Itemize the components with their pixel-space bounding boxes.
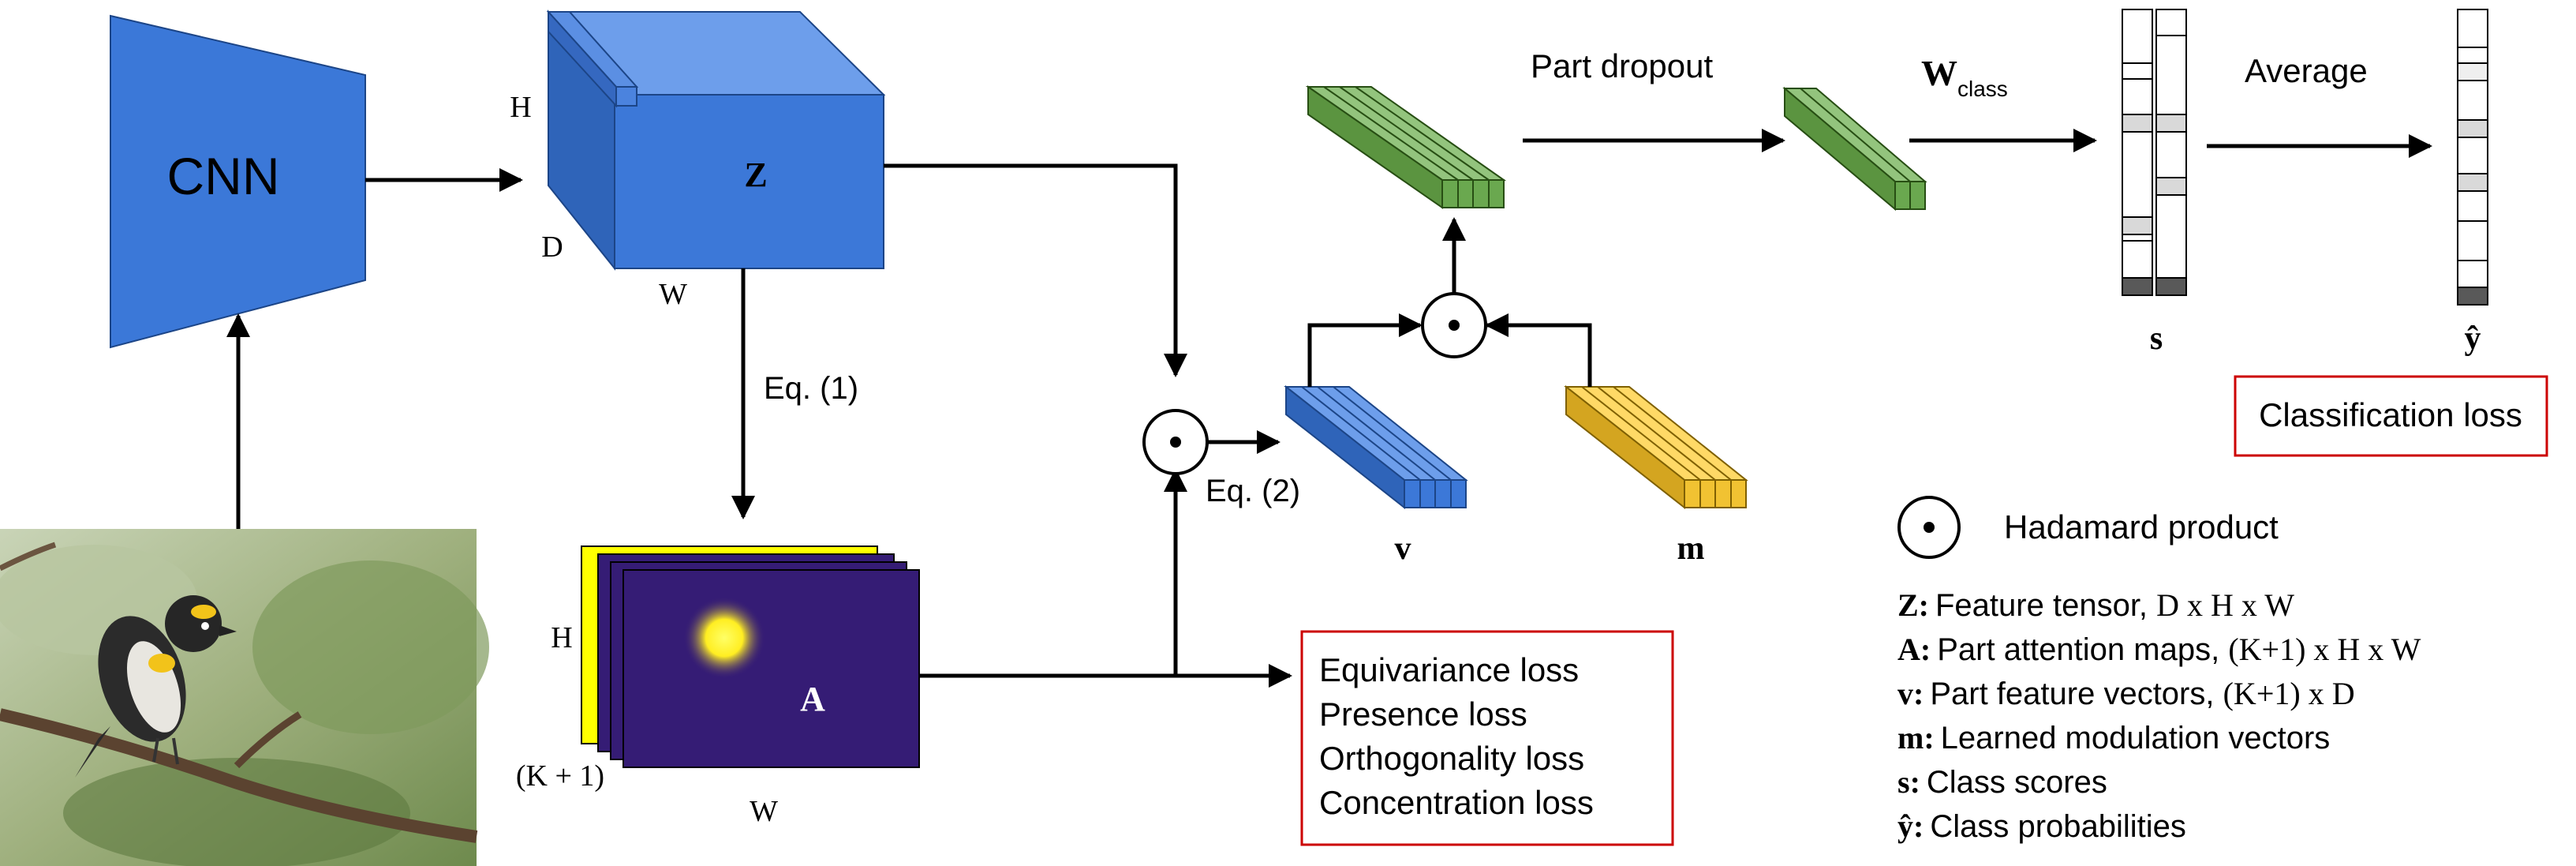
eq1-label: Eq. (1) — [764, 371, 858, 406]
legend-text: Part feature vectors, — [1930, 677, 2223, 711]
m-to-hadamard2-arrow — [1485, 313, 1592, 387]
legend-item: ŷ:Class probabilities — [1897, 808, 2186, 844]
classification-loss-label: Classification loss — [2259, 396, 2522, 433]
w-class-sub: class — [1957, 77, 2008, 101]
legend-dims: (K+1) x D — [2223, 676, 2355, 711]
m-vectors: m — [1564, 384, 1748, 567]
z-tensor-cube: Z H D W — [510, 9, 886, 311]
legend-sym: A: — [1897, 632, 1931, 667]
hadamard-legend-label: Hadamard product — [2004, 508, 2279, 545]
legend-sym: m: — [1897, 720, 1935, 755]
legend: Hadamard product Z:Feature tensor, D x H… — [1897, 496, 2421, 844]
classification-loss-box: Classification loss — [2234, 375, 2548, 457]
v-vectors: v — [1284, 384, 1468, 567]
part-dropout-label: Part dropout — [1531, 47, 1713, 84]
legend-text: Feature tensor, — [1935, 588, 2156, 623]
a-label: A — [800, 680, 825, 718]
aux-losses-box: Equivariance loss Presence loss Orthogon… — [1300, 630, 1674, 846]
loss-presence: Presence loss — [1319, 695, 1527, 733]
loss-orthogonality: Orthogonality loss — [1319, 740, 1584, 777]
attention-maps: A H (K + 1) W — [516, 545, 920, 828]
eq2-label: Eq. (2) — [1206, 474, 1300, 508]
legend-text: Learned modulation vectors — [1941, 721, 2331, 755]
v-label: v — [1395, 530, 1411, 567]
y-hat-probabilities: ŷ — [2457, 9, 2488, 357]
s-label: s — [2150, 321, 2163, 357]
a-k-label: (K + 1) — [516, 759, 604, 793]
m-label: m — [1677, 530, 1705, 567]
legend-text: Part attention maps, — [1937, 632, 2228, 667]
legend-item: A:Part attention maps, (K+1) x H x W — [1897, 632, 2421, 667]
a-w-label: W — [750, 795, 778, 828]
z-label: Z — [744, 156, 767, 194]
legend-item: Z:Feature tensor, D x H x W — [1897, 587, 2294, 623]
legend-sym: v: — [1897, 676, 1924, 711]
v-to-hadamard2-arrow — [1307, 313, 1423, 387]
y-hat-label: ŷ — [2465, 321, 2481, 357]
loss-concentration: Concentration loss — [1319, 784, 1594, 821]
legend-item: m:Learned modulation vectors — [1897, 720, 2330, 755]
z-to-hadamard-arrow — [884, 163, 1187, 377]
z-h-label: H — [510, 91, 531, 124]
cnn-label: CNN — [167, 147, 280, 205]
bird-photo — [0, 529, 489, 866]
legend-item: v:Part feature vectors, (K+1) x D — [1897, 676, 2355, 711]
hadamard-node-2 — [1421, 292, 1487, 358]
legend-item: s:Class scores — [1897, 764, 2107, 800]
legend-sym: Z: — [1897, 587, 1929, 623]
z-d-label: D — [541, 231, 563, 264]
modulated-vectors — [1305, 85, 1507, 209]
average-label: Average — [2245, 52, 2368, 89]
z-w-label: W — [659, 278, 687, 311]
loss-equivariance: Equivariance loss — [1319, 651, 1579, 688]
legend-text: Class scores — [1927, 765, 2107, 800]
legend-dims: D x H x W — [2156, 587, 2294, 623]
w-class-main: W — [1921, 53, 1957, 93]
hadamard-node-1 — [1142, 409, 1209, 475]
w-class-label: Wclass — [1921, 53, 2008, 101]
legend-sym: ŷ: — [1897, 808, 1924, 844]
a-h-label: H — [551, 621, 572, 654]
dropout-vectors — [1782, 86, 1927, 212]
legend-text: Class probabilities — [1930, 809, 2186, 844]
cnn-block: CNN — [110, 14, 366, 349]
s-scores: s — [2122, 9, 2187, 357]
legend-sym: s: — [1897, 764, 1920, 800]
legend-dims: (K+1) x H x W — [2228, 632, 2421, 667]
